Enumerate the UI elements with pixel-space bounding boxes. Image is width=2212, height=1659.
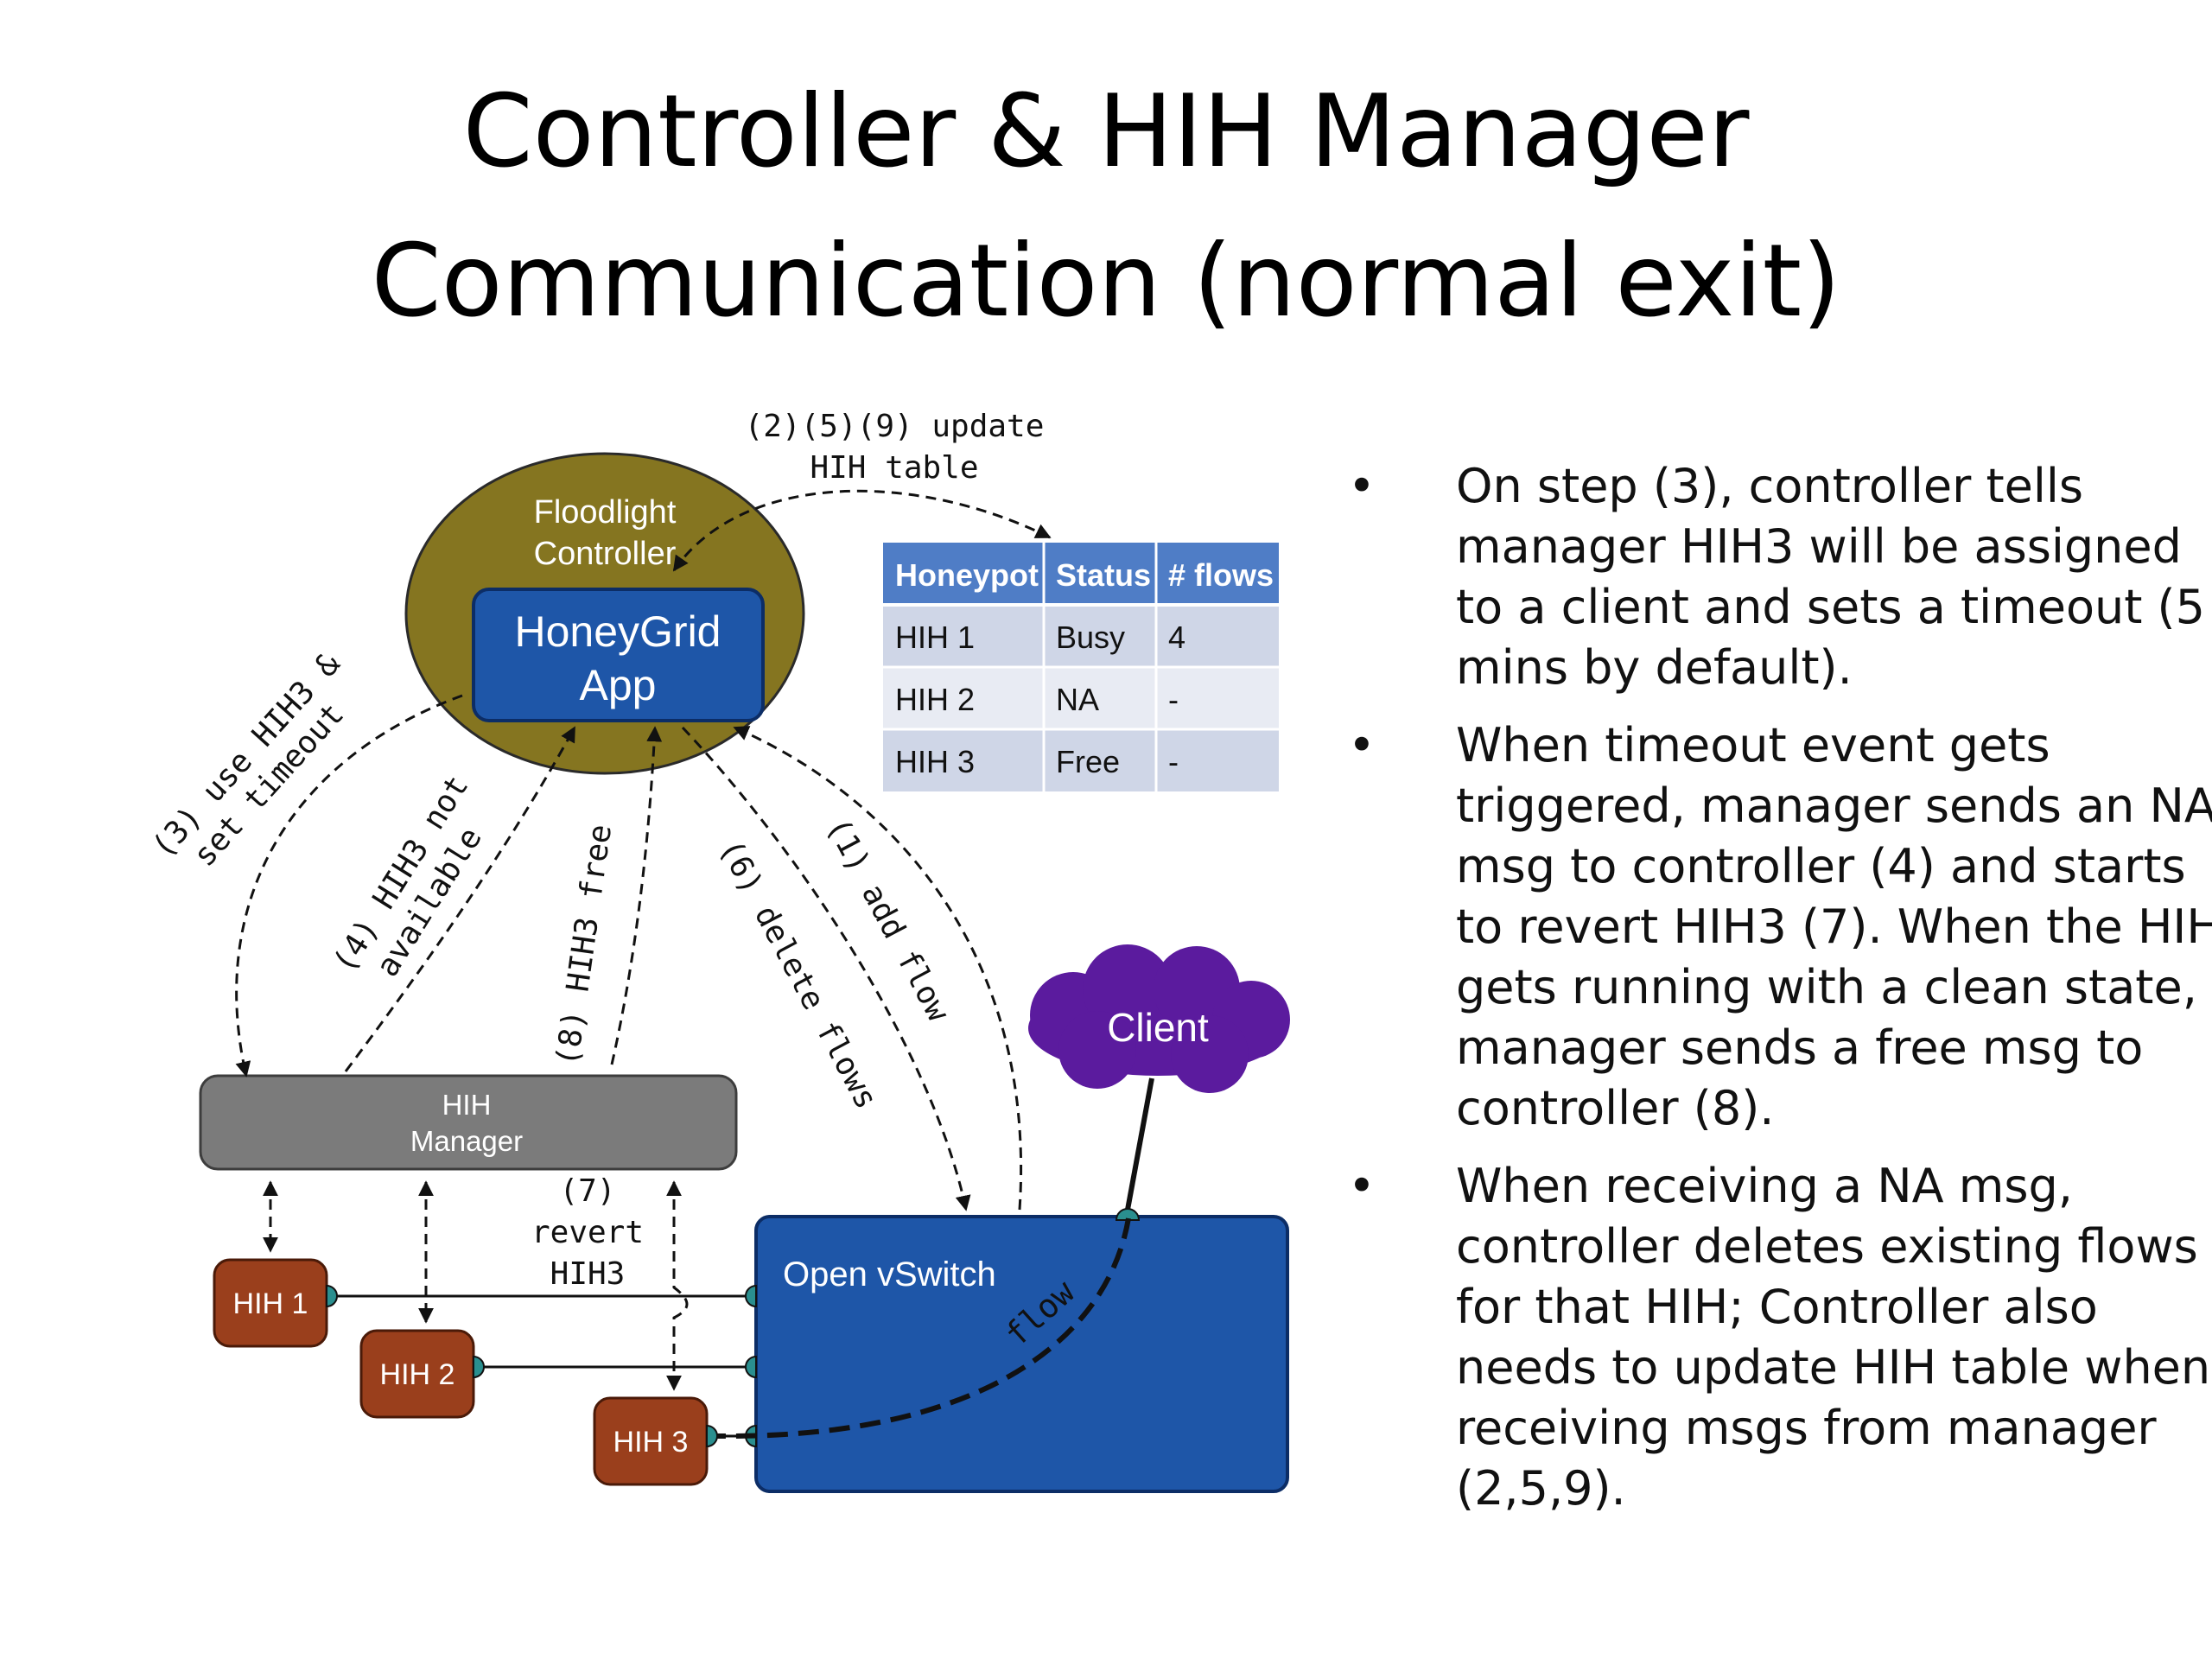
- hih-manager: [199, 1074, 738, 1171]
- controller-label-2: Controller: [534, 536, 677, 572]
- table-cell: HIH 1: [895, 620, 975, 655]
- table-cell: Free: [1056, 744, 1120, 779]
- delete-flows-arrow: [681, 726, 971, 1211]
- flow-path: [716, 1217, 1131, 1440]
- table-cell: NA: [1056, 682, 1099, 717]
- hih-1-label: HIH 1: [233, 1287, 308, 1320]
- add-flow-arrow: [733, 726, 1022, 1211]
- manager-label-1: HIH: [442, 1089, 492, 1121]
- hih-table: Honeypot Status # flows HIH 1 Busy 4 HIH…: [883, 543, 1279, 791]
- switch-label: Open vSwitch: [783, 1255, 996, 1294]
- update-label-2: HIH table: [810, 450, 978, 486]
- page-title-line-2: Communication (normal exit): [371, 223, 1841, 340]
- table-cell: -: [1168, 744, 1179, 779]
- hih-3-label: HIH 3: [613, 1426, 689, 1459]
- client-cloud: [1028, 944, 1290, 1093]
- update-label-1: (2)(5)(9) update: [745, 409, 1045, 444]
- page-title-line-1: Controller & HIH Manager: [462, 73, 1750, 190]
- table-cell: Busy: [1056, 620, 1125, 655]
- bullet-text: When timeout event gets triggered, manag…: [1456, 718, 2212, 1135]
- hih-2-label: HIH 2: [380, 1358, 455, 1391]
- bullet-dot: •: [1348, 1159, 1376, 1213]
- use-hih3-arrow: [235, 694, 463, 1077]
- hih3-free-arrow: [610, 726, 663, 1065]
- bullet-dot: •: [1348, 459, 1376, 513]
- bullet-text: When receiving a NA msg, controller dele…: [1456, 1159, 2211, 1516]
- free-label: (8) HIH3 free: [550, 823, 619, 1069]
- client-label: Client: [1107, 1005, 1209, 1050]
- app-label-2: App: [580, 661, 657, 709]
- table-header: # flows: [1168, 557, 1274, 593]
- open-vswitch: [754, 1215, 1289, 1493]
- table-cell: HIH 2: [895, 682, 975, 717]
- revert-label-3: HIH3: [550, 1256, 626, 1292]
- hih3-na-arrow: [344, 726, 576, 1072]
- add-label: (1) add flow: [819, 812, 956, 1027]
- app-label-1: HoneyGrid: [515, 607, 721, 656]
- honeygrid-app: [472, 588, 765, 722]
- switch-port: [1115, 1208, 1141, 1221]
- bullet-text: On step (3), controller tells manager HI…: [1456, 459, 2205, 695]
- manager-hih3-revert-arrow: [666, 1180, 689, 1391]
- manager-label-2: Manager: [410, 1125, 523, 1157]
- table-cell: HIH 3: [895, 744, 975, 779]
- controller-label-1: Floodlight: [534, 494, 677, 531]
- bullet-dot: •: [1348, 718, 1376, 772]
- revert-label-2: revert: [531, 1215, 644, 1250]
- table-cell: 4: [1168, 620, 1185, 655]
- table-header: Honeypot: [895, 557, 1039, 593]
- table-header: Status: [1056, 557, 1151, 593]
- revert-label-1: (7): [559, 1173, 615, 1209]
- table-cell: -: [1168, 682, 1179, 717]
- client-link: [1125, 1077, 1154, 1211]
